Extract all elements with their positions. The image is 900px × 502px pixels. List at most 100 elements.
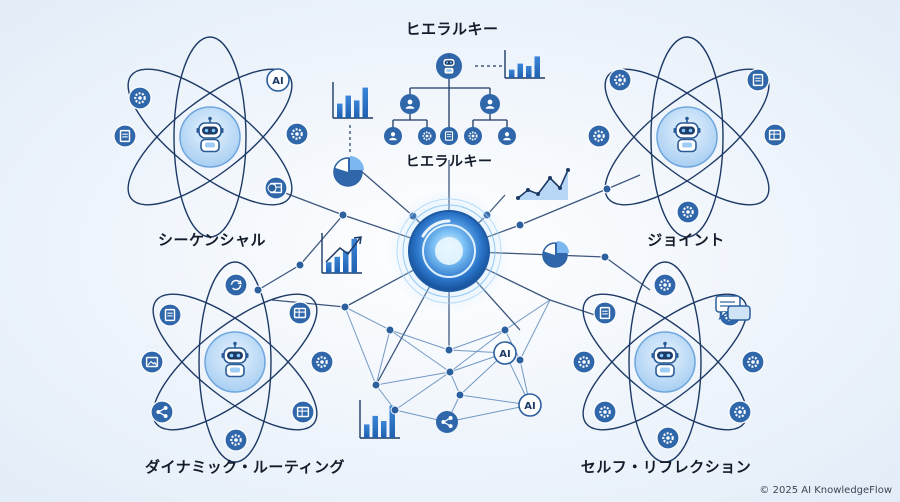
ai-badge: AI bbox=[266, 68, 290, 92]
area-point bbox=[526, 188, 530, 192]
mesh-line bbox=[389, 329, 451, 373]
area-point bbox=[536, 192, 540, 196]
orbit-ring bbox=[604, 68, 770, 206]
mesh-line bbox=[375, 329, 391, 386]
gear-icon bbox=[572, 350, 596, 374]
network-node bbox=[267, 183, 277, 193]
chart-bar bbox=[364, 424, 370, 438]
copyright-notice: © 2025 AI KnowledgeFlow bbox=[759, 485, 892, 496]
tree-leaf-node bbox=[464, 127, 482, 145]
network-node bbox=[602, 184, 612, 194]
sync-icon bbox=[224, 273, 248, 297]
orbit-ring bbox=[152, 293, 318, 431]
connector-line bbox=[606, 174, 641, 190]
mesh-line bbox=[504, 299, 551, 331]
bar-chart-top-left bbox=[332, 82, 373, 119]
chart-bar bbox=[381, 421, 387, 438]
tree-leaf-node bbox=[418, 127, 436, 145]
area-point bbox=[548, 176, 552, 180]
doc-icon bbox=[593, 301, 617, 325]
chart-bar bbox=[389, 405, 395, 438]
network-node bbox=[385, 325, 395, 335]
orbit-ring bbox=[152, 293, 318, 431]
doc-icon bbox=[158, 303, 182, 327]
grid-icon bbox=[763, 123, 787, 147]
orbit-ring bbox=[198, 261, 272, 463]
label-sequential: シーケンシャル bbox=[157, 231, 267, 249]
doc-icon bbox=[746, 68, 770, 92]
image-icon bbox=[140, 350, 164, 374]
chart-bar bbox=[534, 56, 540, 78]
core-hub bbox=[387, 189, 511, 313]
tree-leaf-node bbox=[384, 127, 402, 145]
network-node bbox=[340, 302, 350, 312]
doc-icon bbox=[113, 124, 137, 148]
share-node-icon bbox=[436, 411, 458, 433]
orbit-ring bbox=[582, 293, 748, 431]
network-node bbox=[371, 380, 381, 390]
mesh-line bbox=[449, 329, 506, 373]
chart-bar bbox=[345, 95, 351, 118]
orbit-ring bbox=[650, 36, 724, 238]
network-node bbox=[295, 260, 305, 270]
chart-bar bbox=[509, 69, 515, 78]
label-hierarchy-top: ヒエラルキー bbox=[405, 20, 499, 38]
gear-icon bbox=[608, 68, 632, 92]
gear-icon bbox=[224, 428, 248, 452]
tree-leaf-node bbox=[440, 127, 458, 145]
network-node bbox=[390, 405, 400, 415]
gear-icon bbox=[653, 273, 677, 297]
chart-bar bbox=[343, 251, 349, 273]
mesh-line bbox=[394, 371, 451, 411]
chart-bar bbox=[362, 87, 368, 118]
network-node bbox=[445, 367, 455, 377]
chart-bar bbox=[351, 238, 357, 273]
tree-mid-node bbox=[400, 94, 420, 114]
orbit-clusters: AI bbox=[113, 36, 787, 463]
gear-icon bbox=[128, 86, 152, 110]
pie-slice bbox=[557, 241, 569, 253]
bar-chart-mid-left bbox=[321, 233, 362, 274]
orbit-cluster-joint bbox=[587, 36, 787, 238]
orbit-cluster-dynamic-routing bbox=[140, 261, 334, 463]
trend-arrow bbox=[325, 237, 361, 263]
grid-icon bbox=[291, 400, 315, 424]
network-node bbox=[515, 220, 525, 230]
orbit-cluster-sequential: AI bbox=[113, 36, 309, 238]
network-node bbox=[455, 390, 465, 400]
area-point bbox=[566, 168, 570, 172]
grid-icon bbox=[288, 301, 312, 325]
network-node bbox=[500, 325, 510, 335]
orbit-ring bbox=[127, 68, 293, 206]
label-dynamic-routing: ダイナミック・ルーティング bbox=[144, 458, 346, 476]
orbit-ring bbox=[628, 261, 702, 463]
hierarchy-tree bbox=[384, 53, 516, 145]
tree-mid-node bbox=[480, 94, 500, 114]
label-self-reflection: セルフ・リフレクション bbox=[580, 458, 752, 476]
gear-icon bbox=[656, 426, 680, 450]
connector-line bbox=[271, 299, 346, 308]
tree-leaf-node bbox=[498, 127, 516, 145]
orbit-ring bbox=[582, 293, 748, 431]
gear-icon bbox=[593, 400, 617, 424]
network-node bbox=[444, 345, 454, 355]
connector-line bbox=[257, 264, 301, 291]
chart-bar bbox=[334, 256, 340, 273]
bar-chart-top-right bbox=[504, 50, 545, 79]
svg-text:AI: AI bbox=[499, 349, 510, 360]
svg-text:AI: AI bbox=[524, 401, 535, 412]
gear-icon bbox=[741, 350, 765, 374]
area-chart bbox=[516, 168, 570, 200]
svg-text:AI: AI bbox=[272, 76, 283, 87]
chart-decorations bbox=[321, 50, 570, 439]
connector-line bbox=[604, 256, 651, 291]
pie-slice bbox=[350, 156, 364, 170]
mesh-line bbox=[344, 306, 391, 331]
mesh-line bbox=[344, 306, 377, 386]
network-node bbox=[338, 210, 348, 220]
gear-icon bbox=[676, 200, 700, 224]
label-hierarchy-center: ヒエラルキー bbox=[405, 154, 493, 170]
trend-arrowhead bbox=[353, 236, 362, 245]
